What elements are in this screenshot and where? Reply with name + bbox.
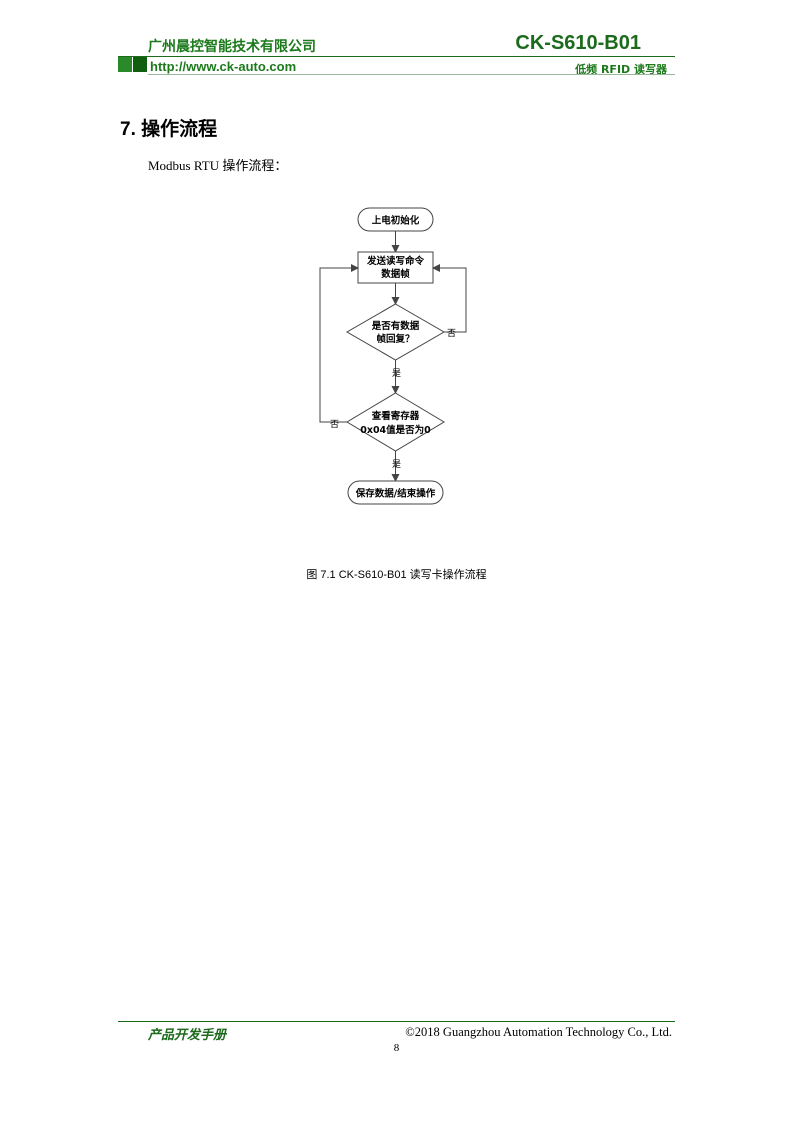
footer-manual-title: 产品开发手册	[148, 1028, 227, 1043]
yes-label-2: 是	[392, 459, 401, 470]
figure-caption: 图 7.1 CK-S610-B01 读写卡操作流程	[306, 569, 487, 581]
yes-label-1: 是	[392, 368, 401, 379]
start-label: 上电初始化	[372, 215, 420, 227]
no-label-1: 否	[447, 328, 456, 339]
footer-copyright: ©2018 Guangzhou Automation Technology Co…	[405, 1025, 672, 1039]
header-divider	[118, 56, 675, 57]
product-model: CK-S610-B01	[515, 32, 641, 54]
send-command-line2: 数据帧	[380, 268, 410, 280]
no-label-2: 否	[330, 419, 339, 430]
footer-divider	[118, 1021, 675, 1022]
arrow-no-loop-right	[432, 264, 467, 333]
register-check-diamond	[346, 392, 445, 452]
product-subtitle: 低频 RFID 读写器	[575, 63, 667, 76]
logo-square-light	[118, 57, 132, 72]
end-label: 保存数据/结束操作	[355, 488, 436, 500]
send-command-line1: 发送读写命令	[366, 255, 425, 267]
end-terminal	[347, 480, 444, 505]
reply-check-diamond	[345, 303, 446, 361]
arrow-no-loop-left	[319, 264, 359, 423]
section-intro: Modbus RTU 操作流程：	[148, 158, 288, 173]
reply-check-line1: 是否有数据	[371, 320, 420, 332]
operation-flowchart: 上电初始化 发送读写命令 数据帧 是否有数据 帧回复？ 否 是 查看寄存器 0x…	[319, 207, 467, 505]
page-number: 8	[393, 1042, 400, 1054]
register-check-line1: 查看寄存器	[371, 410, 420, 422]
header-divider-secondary	[148, 74, 675, 75]
section-title: 7. 操作流程	[120, 119, 218, 140]
logo-square-dark	[133, 57, 147, 72]
website-link[interactable]: http://www.ck-auto.com	[150, 59, 297, 74]
register-check-line2: 0x04值是否为0	[360, 424, 431, 436]
company-name: 广州晨控智能技术有限公司	[148, 39, 316, 55]
reply-check-line2: 帧回复？	[376, 333, 414, 345]
